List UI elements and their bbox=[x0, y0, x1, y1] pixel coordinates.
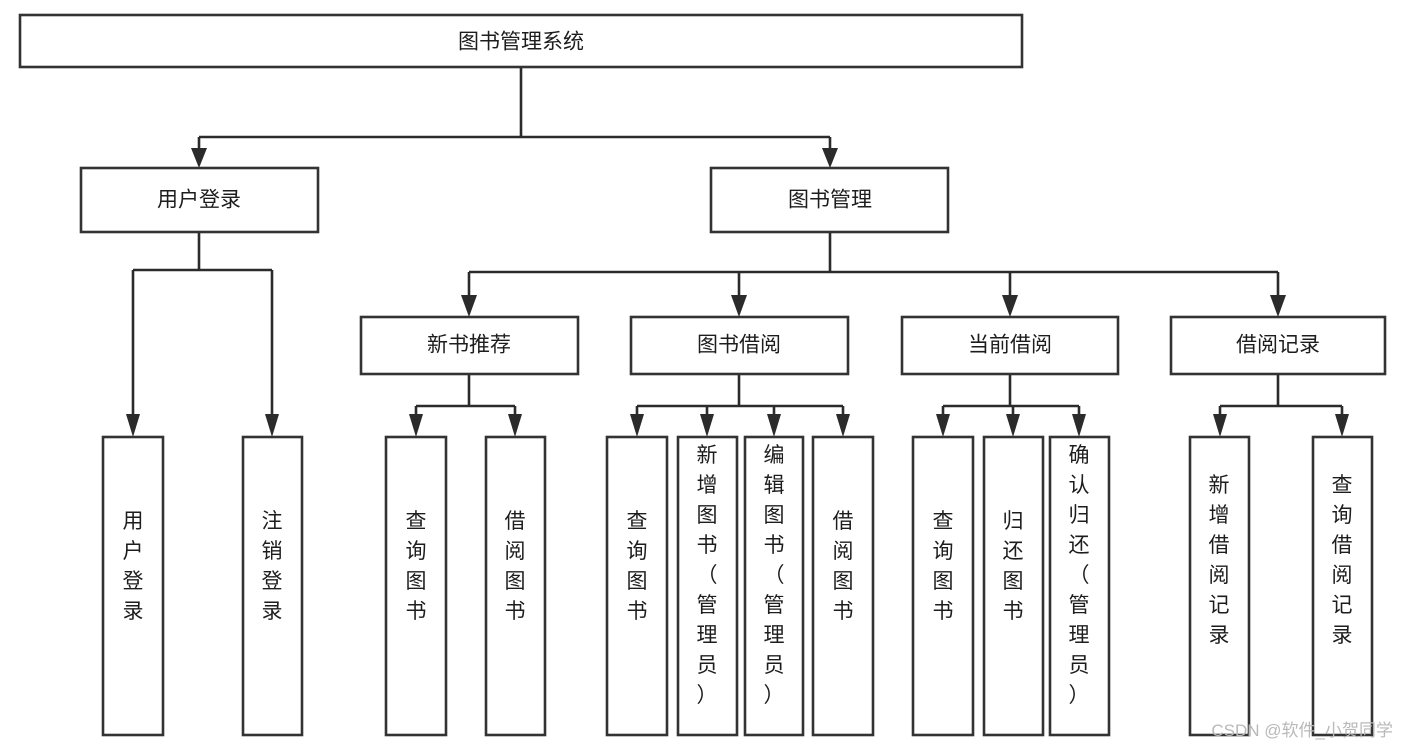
node-book-borrow-box[interactable] bbox=[629, 315, 850, 376]
node-leaf-edit-book[interactable]: 编辑图书（管理员） bbox=[743, 435, 805, 737]
arrow-head-user-login bbox=[191, 148, 207, 168]
node-leaf-add-record-box[interactable] bbox=[1188, 435, 1251, 737]
node-leaf-logout[interactable]: 注销登录 bbox=[241, 435, 304, 737]
node-leaf-return-book-box[interactable] bbox=[982, 435, 1045, 737]
node-current-borrow-box[interactable] bbox=[900, 315, 1120, 376]
node-leaf-query-record-label: 查询借阅记录 bbox=[1332, 474, 1353, 647]
node-leaf-user-login[interactable]: 用户登录 bbox=[101, 435, 165, 737]
arrow-head-book-manage bbox=[822, 148, 838, 168]
node-leaf-user-login-box[interactable] bbox=[101, 435, 165, 737]
node-new-book-recommend-label: 新书推荐 bbox=[427, 334, 511, 357]
node-borrow-record-box[interactable] bbox=[1169, 315, 1387, 376]
arrow-head-leaf-logout bbox=[265, 414, 279, 437]
arrow-head-leaf-return-book bbox=[1006, 414, 1020, 437]
arrow-head-leaf-add-record bbox=[1213, 414, 1227, 437]
node-leaf-query-record[interactable]: 查询借阅记录 bbox=[1311, 435, 1374, 737]
node-root[interactable]: 图书管理系统 bbox=[18, 13, 1024, 69]
node-leaf-return-book[interactable]: 归还图书 bbox=[982, 435, 1045, 737]
node-leaf-confirm-return[interactable]: 确认归还（管理员） bbox=[1048, 435, 1111, 737]
node-leaf-borrow-book-2-label: 借阅图书 bbox=[833, 510, 854, 623]
node-leaf-user-login-label: 用户登录 bbox=[123, 510, 144, 623]
node-leaf-return-book-label: 归还图书 bbox=[1003, 510, 1024, 623]
arrow-head-leaf-query-book-2 bbox=[630, 414, 644, 437]
node-book-manage[interactable]: 图书管理 bbox=[709, 166, 950, 234]
arrow-head-leaf-add-book bbox=[700, 414, 714, 437]
node-leaf-confirm-return-label: 确认归还（管理员） bbox=[1069, 444, 1090, 707]
node-leaf-query-book-1[interactable]: 查询图书 bbox=[384, 435, 448, 737]
node-new-book-recommend[interactable]: 新书推荐 bbox=[359, 315, 580, 376]
arrow-head-leaf-confirm-return bbox=[1072, 414, 1086, 437]
node-leaf-add-book-box[interactable] bbox=[676, 435, 739, 737]
leaf-nodes-group: 用户登录 注销登录 查询图书 借阅图书 查询图书 新增图书（管理员） 编辑图书（… bbox=[101, 435, 1374, 737]
node-leaf-query-book-2-label: 查询图书 bbox=[627, 510, 648, 623]
node-root-label: 图书管理系统 bbox=[458, 31, 584, 54]
node-current-borrow[interactable]: 当前借阅 bbox=[900, 315, 1120, 376]
arrow-head-leaf-borrow-book-1 bbox=[508, 414, 522, 437]
node-new-book-recommend-box[interactable] bbox=[359, 315, 580, 376]
arrow-head-current-borrow bbox=[1002, 295, 1018, 317]
node-leaf-query-book-2-box[interactable] bbox=[605, 435, 669, 737]
connectors-group bbox=[126, 67, 1349, 437]
arrow-head-borrow-record bbox=[1270, 295, 1286, 317]
arrow-head-book-borrow bbox=[731, 295, 747, 317]
node-book-borrow[interactable]: 图书借阅 bbox=[629, 315, 850, 376]
arrow-head-leaf-user-login bbox=[126, 414, 140, 437]
node-leaf-query-book-1-label: 查询图书 bbox=[406, 510, 427, 623]
node-leaf-edit-book-label: 编辑图书（管理员） bbox=[764, 444, 785, 707]
node-root-box[interactable] bbox=[18, 13, 1024, 69]
node-leaf-query-book-3-label: 查询图书 bbox=[933, 510, 954, 623]
node-leaf-add-book[interactable]: 新增图书（管理员） bbox=[676, 435, 739, 737]
node-leaf-add-record[interactable]: 新增借阅记录 bbox=[1188, 435, 1251, 737]
node-leaf-query-book-1-box[interactable] bbox=[384, 435, 448, 737]
node-book-manage-box[interactable] bbox=[709, 166, 950, 234]
csdn-watermark: CSDN @软件_小贺同学 bbox=[1211, 721, 1393, 740]
node-leaf-borrow-book-1[interactable]: 借阅图书 bbox=[484, 435, 547, 737]
node-leaf-edit-book-box[interactable] bbox=[743, 435, 805, 737]
node-user-login-box[interactable] bbox=[79, 166, 320, 234]
node-leaf-logout-box[interactable] bbox=[241, 435, 304, 737]
node-user-login[interactable]: 用户登录 bbox=[79, 166, 320, 234]
node-leaf-add-record-label: 新增借阅记录 bbox=[1209, 474, 1230, 647]
node-leaf-add-book-label: 新增图书（管理员） bbox=[697, 444, 718, 707]
node-leaf-borrow-book-1-box[interactable] bbox=[484, 435, 547, 737]
node-leaf-query-book-3[interactable]: 查询图书 bbox=[911, 435, 975, 737]
node-user-login-label: 用户登录 bbox=[157, 189, 241, 212]
arrow-head-leaf-query-book-3 bbox=[936, 414, 950, 437]
node-leaf-query-record-box[interactable] bbox=[1311, 435, 1374, 737]
node-leaf-borrow-book-2[interactable]: 借阅图书 bbox=[811, 435, 875, 737]
node-borrow-record[interactable]: 借阅记录 bbox=[1169, 315, 1387, 376]
node-leaf-query-book-2[interactable]: 查询图书 bbox=[605, 435, 669, 737]
node-leaf-query-book-3-box[interactable] bbox=[911, 435, 975, 737]
arrow-head-leaf-edit-book bbox=[767, 414, 781, 437]
arrow-head-new-book-recommend bbox=[461, 295, 477, 317]
node-current-borrow-label: 当前借阅 bbox=[968, 334, 1052, 357]
node-leaf-borrow-book-2-box[interactable] bbox=[811, 435, 875, 737]
node-leaf-logout-label: 注销登录 bbox=[262, 510, 283, 623]
arrow-head-leaf-borrow-book-2 bbox=[836, 414, 850, 437]
node-borrow-record-label: 借阅记录 bbox=[1236, 334, 1320, 357]
arrow-head-leaf-query-book-1 bbox=[409, 414, 423, 437]
node-book-manage-label: 图书管理 bbox=[788, 189, 872, 212]
arrow-head-leaf-query-record bbox=[1335, 414, 1349, 437]
node-leaf-confirm-return-box[interactable] bbox=[1048, 435, 1111, 737]
node-book-borrow-label: 图书借阅 bbox=[697, 334, 781, 357]
node-leaf-borrow-book-1-label: 借阅图书 bbox=[505, 510, 526, 623]
